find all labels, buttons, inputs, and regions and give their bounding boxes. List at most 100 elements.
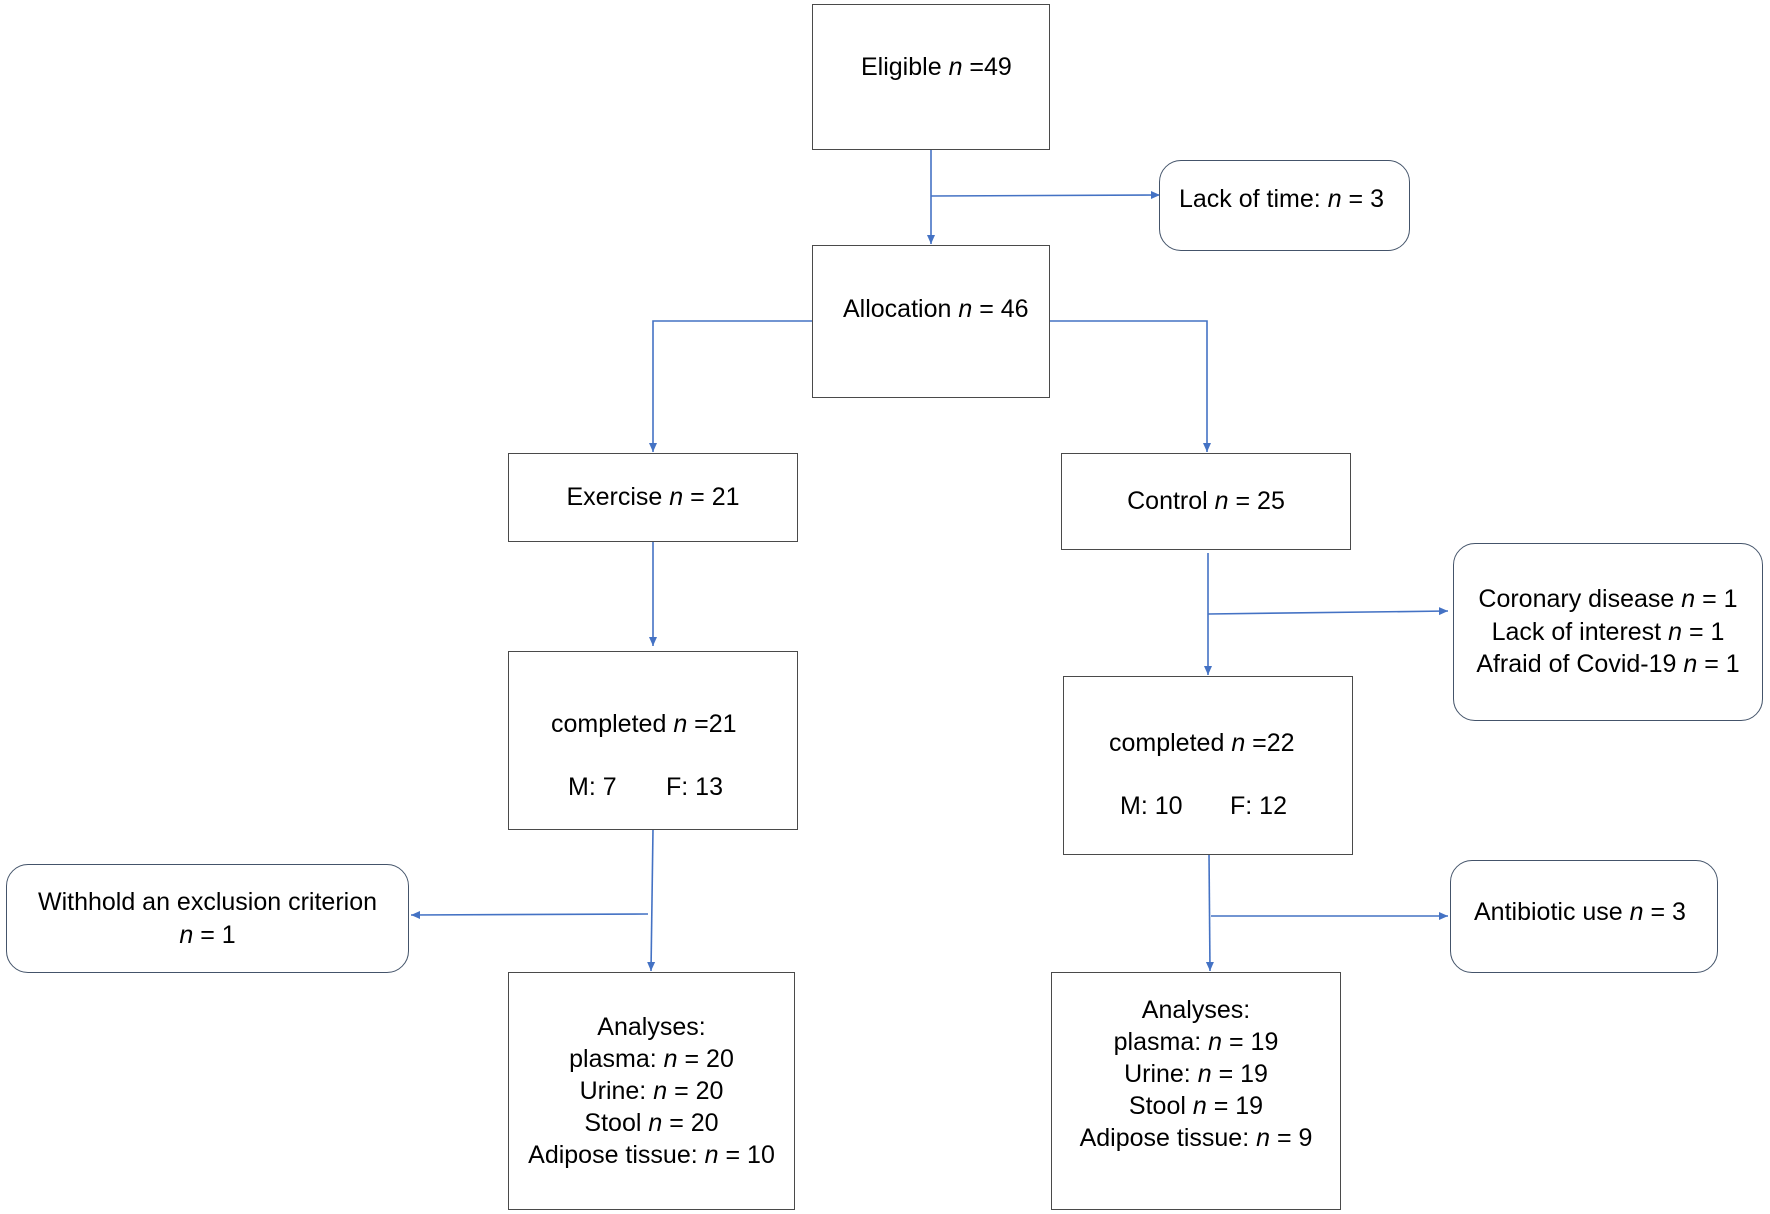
allocation-text: Allocation n = 46	[843, 293, 1029, 326]
control-male-count: M: 10	[1120, 792, 1183, 820]
analysis-row: Adipose tissue: n = 10	[528, 1139, 775, 1171]
exercise-completed-value: =21	[694, 710, 737, 738]
exercise-n: n	[669, 483, 684, 512]
analysis-value: = 19	[1218, 1060, 1268, 1088]
allocation-box: Allocation n = 46	[812, 245, 1050, 398]
eligible-text: Eligible n =49	[861, 51, 1012, 84]
exercise-completed-label: completed	[551, 710, 667, 738]
control-text: Control n = 25	[1127, 485, 1285, 518]
connector-allocation-control	[1050, 320, 1211, 452]
analysis-n: n	[663, 1045, 678, 1073]
control-completed-value: =22	[1252, 729, 1295, 757]
analysis-value: = 20	[674, 1077, 724, 1105]
connector-lack-of-time	[930, 191, 1161, 200]
eligible-box: Eligible n =49	[812, 4, 1050, 150]
eligible-label: Eligible	[861, 53, 942, 81]
control-n: n	[1214, 487, 1229, 516]
control-dropouts-box: Coronary disease n = 1 Lack of interest …	[1453, 543, 1763, 721]
allocation-value: = 46	[979, 295, 1029, 323]
analysis-n: n	[653, 1077, 668, 1105]
analysis-n: n	[704, 1141, 719, 1169]
analysis-label: plasma:	[569, 1045, 657, 1073]
exercise-completed-box: completed n =21 M: 7 F: 13	[508, 651, 798, 830]
eligible-n: n	[948, 53, 963, 81]
dropout-value: = 1	[1702, 585, 1738, 614]
analysis-value: = 20	[684, 1045, 734, 1073]
connector-ex-completed-analyses	[647, 828, 656, 972]
lack-of-time-box: Lack of time: n = 3	[1159, 160, 1410, 251]
eligible-value: =49	[969, 53, 1012, 81]
analysis-value: = 9	[1276, 1124, 1313, 1152]
connector-withhold	[410, 910, 649, 919]
exercise-analyses-box: Analyses: plasma: n = 20 Urine: n = 20 S…	[508, 972, 795, 1210]
dropout-row: Afraid of Covid-19 n = 1	[1476, 648, 1739, 681]
withhold-n: n	[179, 920, 194, 949]
analysis-row: Urine: n = 19	[1124, 1058, 1268, 1090]
control-completed-text: completed n =22	[1109, 727, 1295, 760]
analysis-row: Stool n = 19	[1129, 1090, 1263, 1122]
dropout-value: = 1	[1688, 617, 1725, 646]
connector-control-dropouts	[1207, 607, 1449, 616]
analysis-label: Adipose tissue:	[1079, 1124, 1250, 1152]
dropout-row: Coronary disease n = 1	[1478, 583, 1737, 616]
antibiotic-text: Antibiotic use n = 3	[1474, 896, 1686, 929]
exercise-text: Exercise n = 21	[566, 481, 739, 514]
control-box: Control n = 25	[1061, 453, 1351, 550]
analysis-row: plasma: n = 19	[1114, 1026, 1279, 1058]
exercise-value: = 21	[690, 483, 740, 512]
analysis-row: Urine: n = 20	[580, 1075, 724, 1107]
analysis-value: = 19	[1213, 1092, 1264, 1120]
control-completed-label: completed	[1109, 729, 1225, 757]
analysis-label: Urine:	[579, 1077, 647, 1105]
dropout-n: n	[1683, 650, 1698, 679]
dropout-label: Lack of interest	[1491, 617, 1662, 646]
analysis-n: n	[1256, 1124, 1270, 1152]
analysis-label: Stool	[1128, 1092, 1186, 1120]
analysis-label: plasma:	[1113, 1028, 1202, 1056]
exercise-box: Exercise n = 21	[508, 453, 798, 542]
control-completed-n: n	[1231, 729, 1246, 757]
exercise-label: Exercise	[566, 483, 663, 512]
connector-ctrl-completed-analyses	[1205, 852, 1214, 972]
antibiotic-value: = 3	[1650, 898, 1686, 926]
withhold-value: = 1	[200, 920, 236, 949]
analysis-value: = 20	[669, 1109, 719, 1137]
analysis-label: Urine:	[1124, 1060, 1191, 1088]
lack-of-time-label: Lack of time:	[1179, 185, 1321, 213]
exercise-completed-text: completed n =21	[551, 708, 737, 741]
control-female-count: F: 12	[1230, 792, 1287, 820]
analysis-value: = 10	[725, 1141, 775, 1169]
dropout-label: Afraid of Covid-19	[1476, 650, 1677, 679]
analysis-row: Stool n = 20	[584, 1107, 718, 1139]
antibiotic-box: Antibiotic use n = 3	[1450, 860, 1718, 973]
antibiotic-label: Antibiotic use	[1474, 898, 1623, 926]
antibiotic-n: n	[1629, 898, 1644, 926]
exercise-completed-n: n	[673, 710, 688, 738]
analysis-value: = 19	[1229, 1028, 1279, 1056]
dropout-label: Coronary disease	[1478, 585, 1675, 614]
allocation-label: Allocation	[843, 295, 952, 323]
exercise-female-count: F: 13	[666, 773, 723, 801]
control-completed-box: completed n =22 M: 10 F: 12	[1063, 676, 1353, 855]
control-analyses-box: Analyses: plasma: n = 19 Urine: n = 19 S…	[1051, 972, 1341, 1210]
allocation-n: n	[958, 295, 973, 323]
exercise-male-count: M: 7	[568, 773, 617, 801]
dropout-value: = 1	[1704, 650, 1740, 679]
dropout-row: Lack of interest n = 1	[1492, 616, 1725, 649]
analysis-n: n	[1197, 1060, 1212, 1088]
analysis-label: Adipose tissue:	[528, 1141, 698, 1169]
control-value: = 25	[1235, 487, 1285, 516]
control-label: Control	[1127, 487, 1208, 516]
exercise-analyses-title: Analyses:	[597, 1013, 706, 1041]
lack-of-time-text: Lack of time: n = 3	[1179, 183, 1384, 216]
analysis-row: plasma: n = 20	[569, 1043, 734, 1075]
dropout-n: n	[1681, 585, 1696, 614]
control-analyses-title: Analyses:	[1141, 996, 1251, 1024]
withhold-count: n = 1	[179, 919, 235, 952]
withhold-label: Withhold an exclusion criterion	[37, 888, 378, 916]
withhold-box: Withhold an exclusion criterion n = 1	[6, 864, 409, 973]
connector-allocation-exercise	[649, 320, 812, 452]
lack-of-time-n: n	[1327, 185, 1342, 213]
